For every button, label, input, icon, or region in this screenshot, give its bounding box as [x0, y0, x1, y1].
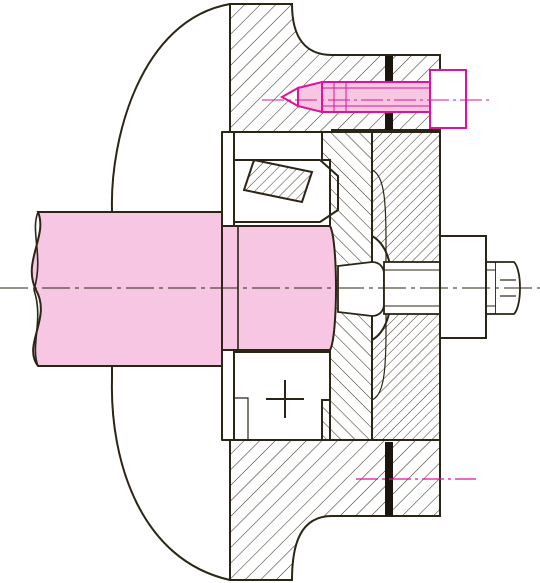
fastening-screw [262, 69, 490, 129]
lower-housing-wall [229, 439, 441, 581]
bearing-race [234, 159, 339, 223]
lower-cavity-step [234, 397, 249, 440]
center-bolt [337, 261, 521, 317]
bolt-nut [439, 235, 487, 339]
tapered-roller [242, 158, 314, 204]
shaft [30, 211, 337, 367]
lower-cavity [234, 351, 331, 441]
plus-marker [266, 380, 304, 418]
